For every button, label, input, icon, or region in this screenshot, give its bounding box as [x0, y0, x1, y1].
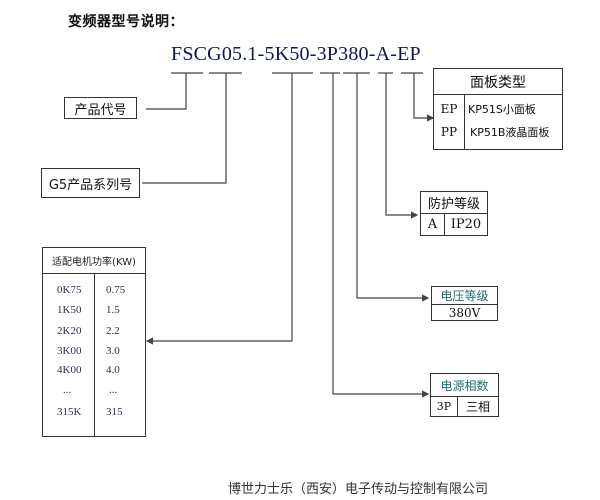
series-box: G5产品系列号 [41, 168, 140, 198]
voltage-value: 380V [448, 305, 481, 320]
power-code: 4K00 [57, 364, 82, 376]
panel-desc: KP51S小面板 [468, 103, 536, 116]
power-value: 1.5 [106, 304, 120, 316]
power-code: 315K [57, 406, 82, 418]
company-footer: 博世力士乐（西安）电子传动与控制有限公司 [228, 482, 489, 497]
power-value: 2.2 [106, 325, 120, 337]
phases-code: 3P [436, 400, 452, 413]
voltage-table: 电压等级 380V [431, 286, 498, 321]
product-code-box: 产品代号 [64, 97, 137, 119]
phases-value: 三相 [465, 400, 490, 414]
model-code: FSCG05.1-5K50-3P380-A-EP [171, 43, 421, 65]
voltage-header: 电压等级 [432, 287, 497, 305]
series-label: G5产品系列号 [48, 177, 133, 193]
panel-type-header: 面板类型 [434, 69, 562, 95]
protection-code: A [427, 217, 438, 232]
power-value: 3.0 [106, 345, 120, 357]
motor-power-table: 适配电机功率(KW) 0K75 0.75 1K50 1.5 2K20 2.2 3… [42, 247, 146, 437]
phases-table: 电源相数 3P 三相 [430, 373, 499, 417]
motor-power-header: 适配电机功率(KW) [43, 248, 145, 274]
power-code: 2K20 [57, 325, 82, 337]
panel-type-divider [464, 95, 465, 149]
panel-desc: KP51B液晶面板 [470, 126, 550, 139]
power-code: 1K50 [57, 304, 82, 316]
protection-header: 防护等级 [421, 192, 487, 214]
phases-divider [457, 397, 458, 416]
power-value: 0.75 [106, 284, 126, 296]
product-code-label: 产品代号 [74, 102, 127, 118]
power-code: 3K00 [57, 345, 82, 357]
motor-power-divider [94, 274, 95, 436]
protection-divider [444, 214, 445, 235]
protection-value: IP20 [450, 217, 482, 232]
page-title: 变频器型号说明： [68, 14, 184, 30]
power-value: ... [109, 384, 118, 396]
panel-code: PP [440, 125, 458, 139]
power-value: 4.0 [106, 364, 120, 376]
protection-table: 防护等级 A IP20 [420, 191, 488, 236]
phases-header: 电源相数 [431, 374, 498, 397]
panel-type-table: 面板类型 EP KP51S小面板 PP KP51B液晶面板 [433, 68, 563, 150]
power-code: 0K75 [57, 284, 82, 296]
power-value: 315 [106, 406, 123, 418]
power-code: ... [63, 384, 72, 396]
panel-code: EP [440, 102, 458, 116]
